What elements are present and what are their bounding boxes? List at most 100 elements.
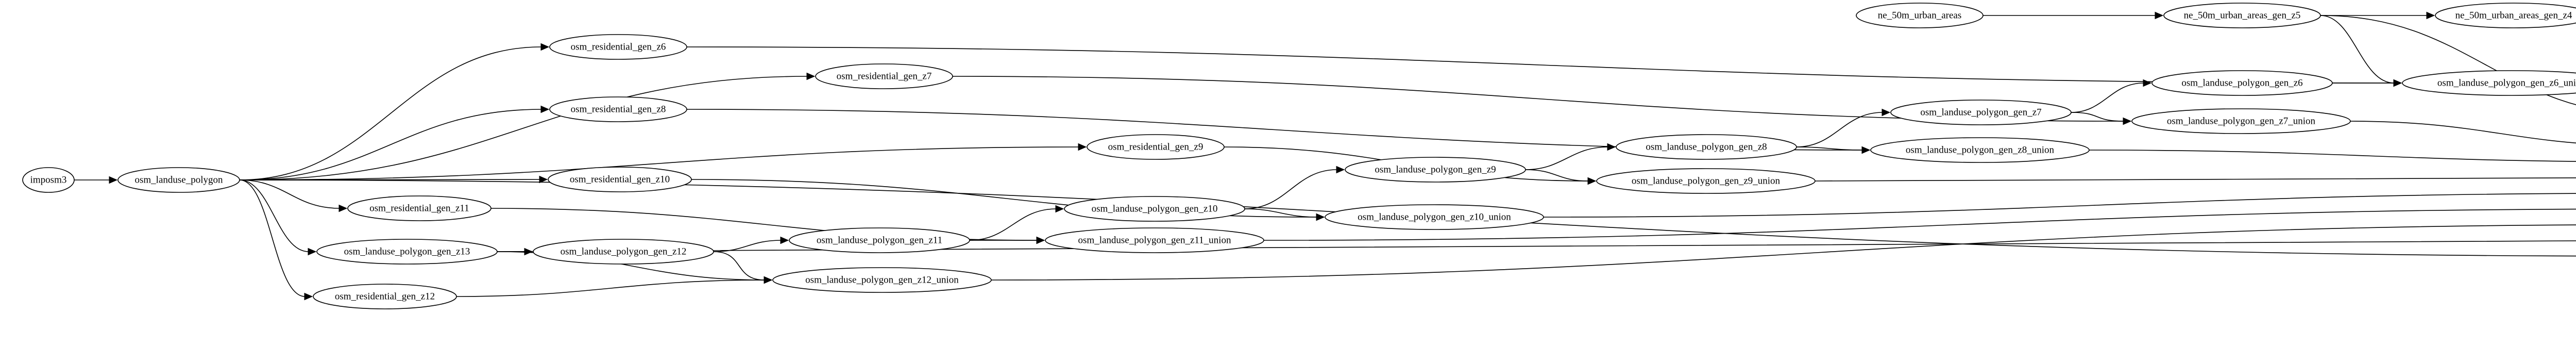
node-label: osm_residential_gen_z11 — [369, 203, 469, 213]
edge-arrowhead — [1036, 236, 1045, 244]
edge-arrowhead — [1316, 213, 1325, 221]
graph-node-osm_landuse_polygon_gen_z11_union[interactable]: osm_landuse_polygon_gen_z11_union — [1045, 227, 1264, 253]
graph-node-osm_residential_gen_z9[interactable]: osm_residential_gen_z9 — [1087, 134, 1225, 160]
node-ellipse — [313, 284, 457, 309]
node-label: osm_landuse_polygon_gen_z9_union — [1632, 175, 1781, 186]
node-label: osm_residential_gen_z9 — [1108, 141, 1204, 152]
graph-node-osm_landuse_polygon_gen_z7[interactable]: osm_landuse_polygon_gen_z7 — [1890, 100, 2072, 125]
node-label: osm_landuse_polygon_gen_z12_union — [805, 274, 959, 285]
graph-node-osm_residential_gen_z12[interactable]: osm_residential_gen_z12 — [313, 284, 457, 309]
node-label: osm_landuse_polygon_gen_z11 — [817, 235, 942, 245]
graph-edge — [239, 179, 309, 252]
node-label: ne_50m_urban_areas — [1878, 10, 1962, 21]
edge-arrowhead — [308, 248, 317, 256]
node-ellipse — [1045, 227, 1264, 253]
graph-node-osm_landuse_polygon_gen_z9[interactable]: osm_landuse_polygon_gen_z9 — [1345, 157, 1526, 183]
graph-node-osm_landuse_polygon_gen_z6[interactable]: osm_landuse_polygon_gen_z6 — [2151, 70, 2333, 96]
node-label: osm_landuse_polygon_gen_z7_union — [2167, 116, 2316, 126]
edge-arrowhead — [764, 276, 773, 284]
graph-node-imposm3[interactable]: imposm3 — [22, 167, 75, 193]
node-ellipse — [2151, 70, 2333, 96]
graph-edge — [1543, 193, 2576, 218]
graph-node-osm_landuse_polygon_gen_z13[interactable]: osm_landuse_polygon_gen_z13 — [316, 239, 498, 265]
node-label: osm_residential_gen_z6 — [571, 41, 666, 52]
graph-edge — [686, 46, 2395, 84]
edge-arrowhead — [540, 43, 550, 51]
edge-arrowhead — [2155, 11, 2164, 20]
node-label: osm_landuse_polygon_gen_z9 — [1375, 164, 1496, 175]
edge-arrowhead — [1078, 143, 1087, 151]
node-ellipse — [22, 167, 75, 193]
graph-node-osm_landuse_polygon_gen_z10[interactable]: osm_landuse_polygon_gen_z10 — [1064, 196, 1245, 222]
graph-node-osm_landuse_polygon_gen_z8_union[interactable]: osm_landuse_polygon_gen_z8_union — [1870, 137, 2090, 163]
graph-node-ne_50m_urban_areas[interactable]: ne_50m_urban_areas — [1856, 3, 1984, 28]
edge-arrowhead — [1607, 143, 1616, 151]
node-ellipse — [2435, 3, 2576, 28]
node-label: osm_landuse_polygon_gen_z6_union — [2437, 77, 2576, 88]
graph-node-osm_landuse_polygon_gen_z9_union[interactable]: osm_landuse_polygon_gen_z9_union — [1596, 168, 1816, 194]
edge-arrowhead — [806, 72, 816, 80]
node-label: osm_landuse_polygon_gen_z8 — [1646, 141, 1767, 152]
node-ellipse — [1890, 100, 2072, 125]
edge-arrowhead — [2393, 79, 2402, 87]
node-ellipse — [316, 239, 498, 265]
graph-edge — [239, 109, 542, 180]
node-label: imposm3 — [30, 174, 67, 185]
graph-node-osm_residential_gen_z7[interactable]: osm_residential_gen_z7 — [815, 63, 953, 89]
node-ellipse — [549, 96, 687, 122]
node-label: osm_landuse_polygon_gen_z12 — [561, 246, 687, 257]
node-label: osm_landuse_polygon_gen_z11_union — [1078, 235, 1231, 245]
node-label: osm_landuse_polygon_gen_z6 — [2181, 77, 2302, 88]
node-ellipse — [1345, 157, 1526, 183]
graph-node-osm_landuse_polygon_gen_z11[interactable]: osm_landuse_polygon_gen_z11 — [789, 227, 970, 253]
node-label: osm_landuse_polygon_gen_z13 — [344, 246, 470, 257]
node-label: osm_landuse_polygon_gen_z10_union — [1358, 211, 1511, 222]
node-ellipse — [1616, 134, 1797, 160]
edge-arrowhead — [2123, 117, 2132, 125]
graph-node-osm_landuse_polygon[interactable]: osm_landuse_polygon — [117, 167, 240, 193]
graph-node-osm_residential_gen_z11[interactable]: osm_residential_gen_z11 — [347, 195, 492, 221]
graph-node-ne_50m_urban_areas_gen_z5[interactable]: ne_50m_urban_areas_gen_z5 — [2163, 3, 2321, 28]
node-label: osm_residential_gen_z12 — [335, 291, 435, 302]
graph-edge — [239, 46, 542, 180]
node-label: osm_landuse_polygon_gen_z7 — [1920, 107, 2041, 118]
node-ellipse — [2163, 3, 2321, 28]
graph-edge — [969, 208, 1057, 241]
node-ellipse — [789, 227, 970, 253]
graph-edge — [2320, 15, 2395, 84]
edge-arrowhead — [2426, 11, 2435, 20]
graph-node-ne_50m_urban_areas_gen_z4[interactable]: ne_50m_urban_areas_gen_z4 — [2435, 3, 2576, 28]
graph-node-osm_residential_gen_z6[interactable]: osm_residential_gen_z6 — [549, 34, 687, 60]
graph-edge — [1244, 169, 1337, 209]
node-label: osm_landuse_polygon_gen_z8_union — [1906, 144, 2055, 155]
node-ellipse — [2131, 108, 2351, 134]
graph-node-osm_landuse_polygon_gen_z7_union[interactable]: osm_landuse_polygon_gen_z7_union — [2131, 108, 2351, 134]
node-label: ne_50m_urban_areas_gen_z5 — [2184, 10, 2301, 21]
graph-edge — [239, 146, 1079, 180]
graph-edge — [456, 279, 765, 297]
graph-edge — [239, 76, 808, 180]
node-ellipse — [347, 195, 492, 221]
graph-edge — [713, 251, 765, 281]
node-ellipse — [533, 239, 714, 265]
graph-node-osm_residential_gen_z10[interactable]: osm_residential_gen_z10 — [548, 167, 692, 192]
graph-node-osm_landuse_polygon_gen_z8[interactable]: osm_landuse_polygon_gen_z8 — [1616, 134, 1797, 160]
node-ellipse — [117, 167, 240, 193]
graph-edge — [991, 224, 2576, 281]
node-ellipse — [772, 267, 992, 293]
graph-node-osm_landuse_polygon_gen_z12_union[interactable]: osm_landuse_polygon_gen_z12_union — [772, 267, 992, 293]
edge-arrowhead — [539, 175, 548, 184]
graph-edge — [239, 179, 340, 209]
node-layer: imposm3 osm_landuse_polygon osm_residentia… — [22, 3, 2576, 309]
graph-node-osm_landuse_polygon_gen_z12[interactable]: osm_landuse_polygon_gen_z12 — [533, 239, 714, 265]
node-ellipse — [1325, 204, 1544, 230]
graph-edge — [2089, 150, 2576, 162]
edge-arrowhead — [1055, 205, 1064, 213]
edge-arrowhead — [109, 176, 118, 184]
node-label: osm_landuse_polygon — [135, 174, 223, 185]
node-ellipse — [815, 63, 953, 89]
graph-node-osm_residential_gen_z8[interactable]: osm_residential_gen_z8 — [549, 96, 687, 122]
graph-node-osm_landuse_polygon_gen_z10_union[interactable]: osm_landuse_polygon_gen_z10_union — [1325, 204, 1544, 230]
graph-node-osm_landuse_polygon_gen_z6_union[interactable]: osm_landuse_polygon_gen_z6_union — [2402, 70, 2576, 96]
